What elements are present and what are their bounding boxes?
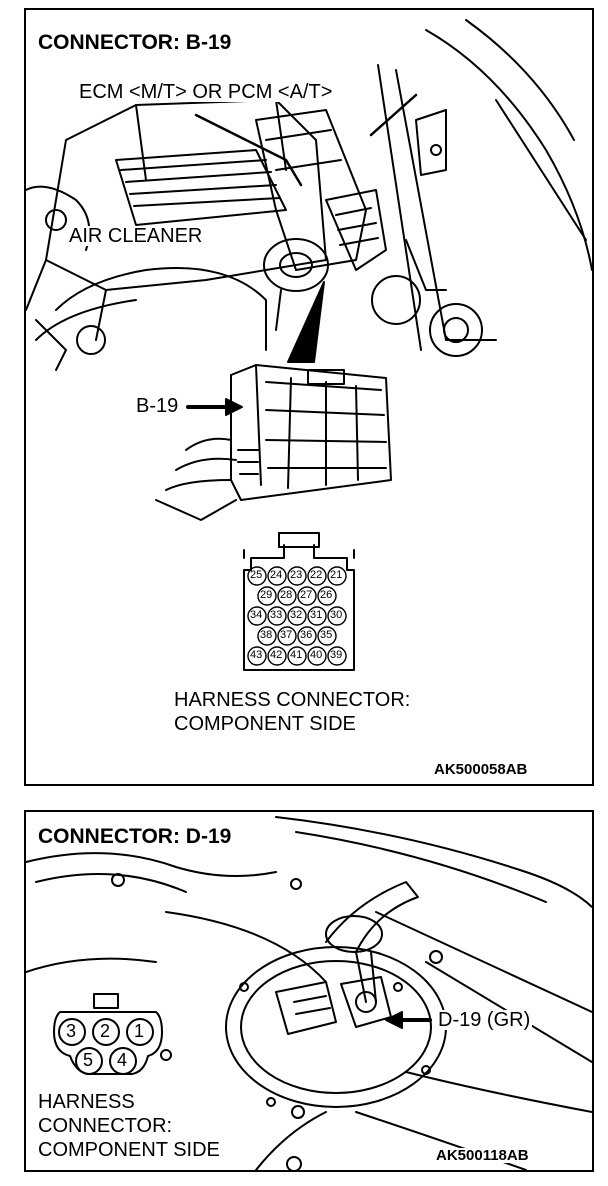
b19-caption-line2: COMPONENT SIDE — [174, 713, 356, 735]
b19-caption-line1: HARNESS CONNECTOR: — [174, 689, 411, 711]
pin-label: 31 — [310, 609, 323, 621]
pin-label: 34 — [250, 609, 263, 621]
b19-callout-label: B-19 — [134, 395, 181, 417]
b19-pin-outlines — [247, 566, 347, 666]
pin-label: 36 — [300, 629, 313, 641]
connector-b19-title: CONNECTOR: B-19 — [38, 32, 236, 53]
d19-callout-label: D-19 (GR) — [436, 1009, 533, 1031]
pin-label: 41 — [290, 649, 303, 661]
pin-label: 27 — [300, 589, 313, 601]
engine-bay-illustration — [26, 19, 592, 671]
pin-label: 43 — [250, 649, 263, 661]
connector-d19-panel: CONNECTOR: D-19 D-19 (GR) 3 2 1 5 4 HARN… — [24, 810, 594, 1172]
d19-figure-code: AK500118AB — [436, 1147, 529, 1164]
air-cleaner-label: AIR CLEANER — [66, 226, 206, 246]
pin-label: 32 — [290, 609, 303, 621]
pin-label: 28 — [280, 589, 293, 601]
pin-label: 30 — [330, 609, 343, 621]
pin-label: 21 — [330, 569, 343, 581]
pin-label: 35 — [320, 629, 333, 641]
pin-label: 38 — [260, 629, 273, 641]
pin-label: 3 — [66, 1021, 77, 1041]
connector-b19-panel: CONNECTOR: B-19 ECM <M/T> OR PCM <A/T> A… — [24, 8, 594, 786]
pin-label: 33 — [270, 609, 283, 621]
d19-caption-line1: HARNESS — [38, 1090, 135, 1114]
ecm-pcm-label: ECM <M/T> OR PCM <A/T> — [76, 82, 336, 102]
d19-caption-line2: CONNECTOR: — [38, 1114, 173, 1138]
connector-d19-title: CONNECTOR: D-19 — [38, 826, 236, 847]
pin-label: 24 — [270, 569, 283, 581]
d19-caption-line3: COMPONENT SIDE — [38, 1138, 220, 1162]
trunk-floor-illustration — [26, 816, 592, 1170]
pin-label: 5 — [83, 1050, 94, 1070]
pin-label: 37 — [280, 629, 293, 641]
pin-label: 23 — [290, 569, 303, 581]
pin-label: 2 — [100, 1021, 111, 1041]
pin-label: 26 — [320, 589, 333, 601]
pin-label: 4 — [117, 1050, 128, 1070]
pin-label: 22 — [310, 569, 323, 581]
pin-label: 42 — [270, 649, 283, 661]
pin-label: 1 — [134, 1021, 145, 1041]
b19-figure-code: AK500058AB — [434, 761, 528, 778]
pin-label: 25 — [250, 569, 263, 581]
pin-label: 39 — [330, 649, 343, 661]
pin-label: 40 — [310, 649, 323, 661]
pin-label: 29 — [260, 589, 273, 601]
